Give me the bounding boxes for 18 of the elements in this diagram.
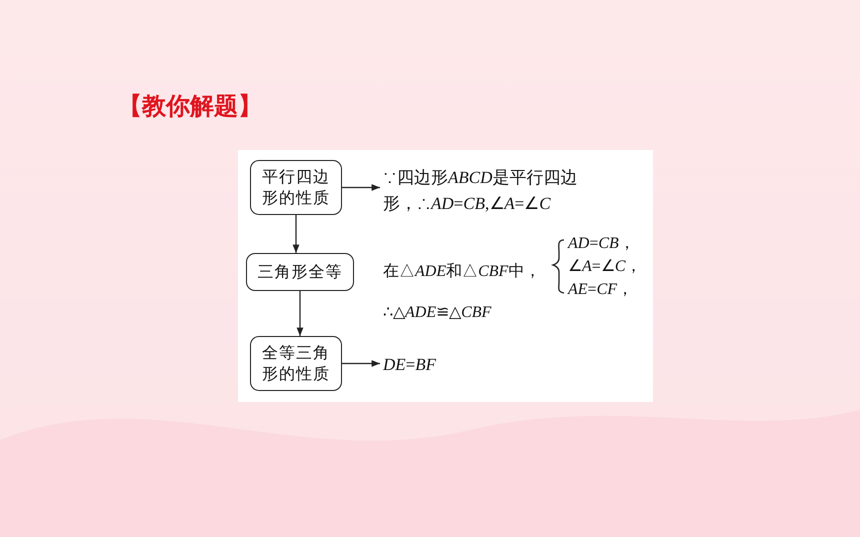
equation-text: ∴△ADE≌△CBF — [383, 303, 492, 323]
arrow — [342, 360, 380, 367]
box-label: 全等三角形的性质 — [261, 342, 331, 384]
process-box — [250, 336, 342, 391]
process-box — [246, 253, 354, 291]
equation-text: 在△ADE和△CBF中， — [383, 262, 540, 282]
arrow — [342, 184, 380, 191]
equation-text: AD=CB， — [568, 234, 635, 254]
arrow — [296, 291, 304, 336]
arrow — [292, 215, 300, 253]
equation-text: ∠A=∠C， — [568, 257, 642, 277]
box-label: 三角形全等 — [256, 262, 344, 282]
process-box — [250, 160, 342, 215]
box-label: 平行四边形的性质 — [261, 166, 331, 208]
equation-text: AE=CF， — [568, 280, 634, 300]
statement-text: DE=BF — [383, 354, 438, 376]
statement-text: ∵四边形ABCD是平行四边形，∴AD=CB,∠A=∠C — [383, 167, 578, 216]
heading: 【教你解题】 — [118, 91, 262, 122]
